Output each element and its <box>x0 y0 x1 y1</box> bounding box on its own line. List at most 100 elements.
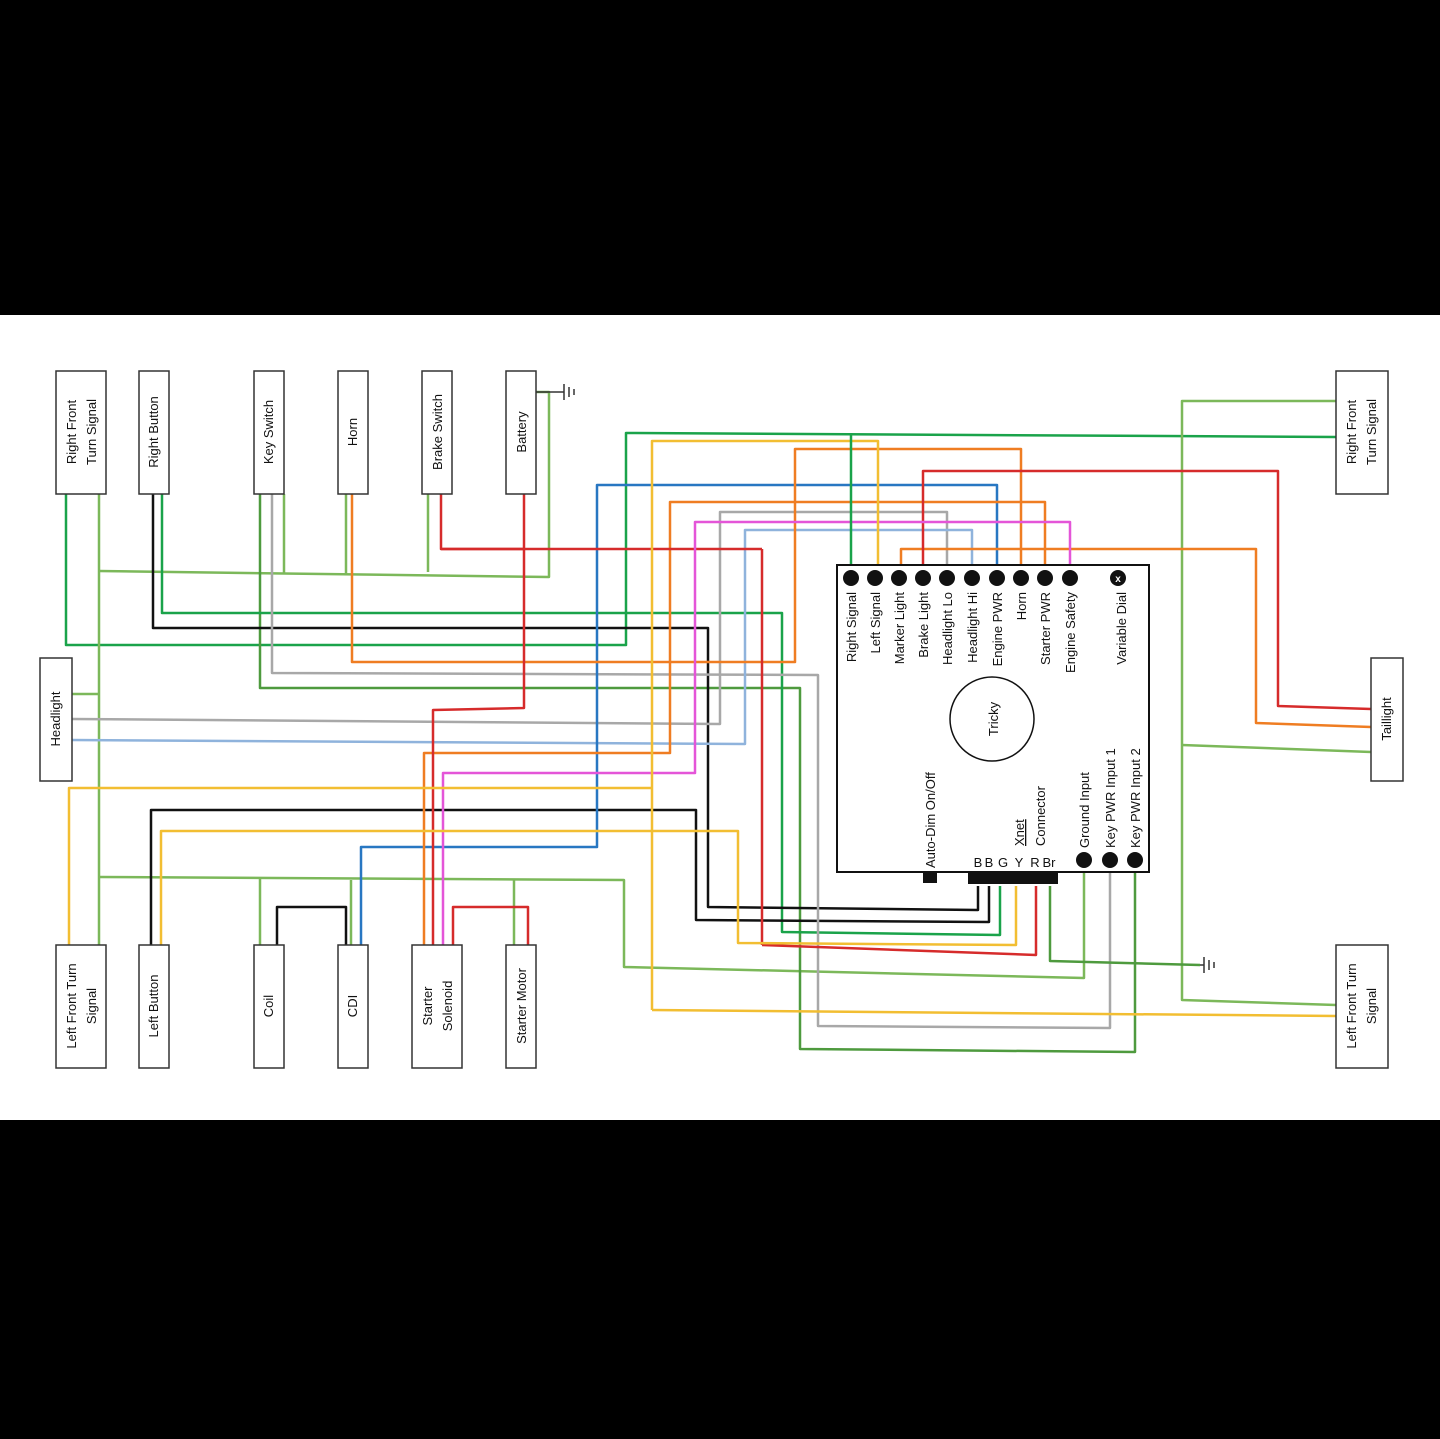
pin-top-9[interactable]: Starter PWR <box>1037 570 1053 665</box>
wire-9 <box>1180 399 1337 1007</box>
xnet-pin-6: Br <box>1043 855 1057 870</box>
connector-label: Connector <box>1033 785 1048 846</box>
module-center-label: Tricky <box>986 701 1001 736</box>
wire-24 <box>422 500 1047 945</box>
wire-29 <box>451 905 530 945</box>
pin-top-label-4: Brake Light <box>916 592 931 658</box>
wire-1 <box>64 431 1337 647</box>
component-left-button[interactable]: Left Button <box>138 944 170 1069</box>
wire-28 <box>921 469 1372 711</box>
label-left-front-turn-signal-right-2: Signal <box>1364 988 1379 1024</box>
label-right-button: Right Button <box>146 396 161 468</box>
wire-15 <box>160 494 1002 937</box>
label-brake-switch: Brake Switch <box>430 394 445 470</box>
pin-variable-dial[interactable]: x Variable Dial <box>1110 570 1129 665</box>
pin-top-6[interactable]: Headlight Hi <box>964 570 980 663</box>
wire-35 <box>651 1008 1337 1018</box>
component-starter-solenoid[interactable]: Starter Solenoid <box>411 944 463 1069</box>
component-left-front-turn-signal-right[interactable]: Left Front Turn Signal <box>1335 944 1389 1069</box>
component-horn[interactable]: Horn <box>337 370 369 495</box>
ground-symbol-battery <box>536 384 575 400</box>
label-right-front-turn-signal-right-2: Turn Signal <box>1364 399 1379 465</box>
label-battery: Battery <box>514 411 529 453</box>
component-right-front-turn-signal-right[interactable]: Right Front Turn Signal <box>1335 370 1389 495</box>
pin-bottom-label-3: Key PWR Input 2 <box>1128 748 1143 848</box>
xnet-pin-2: B <box>985 855 994 870</box>
wire-25 <box>899 547 1372 729</box>
pin-top-4[interactable]: Brake Light <box>915 570 931 658</box>
pin-bottom-1[interactable]: Ground Input <box>1076 772 1092 868</box>
xnet-pin-1: B <box>974 855 983 870</box>
wire-10 <box>1181 743 1372 754</box>
wire-34 <box>650 439 880 1010</box>
pin-top-label-8: Horn <box>1014 592 1029 620</box>
variable-dial-symbol: x <box>1115 574 1121 585</box>
xnet-pin-4: Y <box>1015 855 1024 870</box>
pin-bottom-label-2: Key PWR Input 1 <box>1103 748 1118 848</box>
label-right-front-turn-signal-left-2: Turn Signal <box>84 399 99 465</box>
pin-bottom-3[interactable]: Key PWR Input 2 <box>1127 748 1143 868</box>
ground-symbol-module <box>1200 957 1215 973</box>
wire-18 <box>275 905 348 945</box>
component-cdi[interactable]: CDI <box>337 944 369 1069</box>
component-key-switch[interactable]: Key Switch <box>253 370 285 495</box>
pin-bottom-2[interactable]: Key PWR Input 1 <box>1102 748 1118 868</box>
xnet-pin-3: G <box>998 855 1008 870</box>
label-headlight: Headlight <box>48 691 63 746</box>
auto-dim-label: Auto-Dim On/Off <box>923 772 938 868</box>
component-starter-motor[interactable]: Starter Motor <box>505 944 537 1069</box>
pin-top-1[interactable]: Right Signal <box>843 570 859 662</box>
pin-top-2[interactable]: Left Signal <box>867 570 883 653</box>
wire-19 <box>270 494 1112 1030</box>
pin-bottom-label-1: Ground Input <box>1077 772 1092 848</box>
xnet-label: Xnet <box>1012 819 1027 846</box>
wire-16 <box>151 494 980 912</box>
pin-top-label-2: Left Signal <box>868 592 883 654</box>
tricky-module[interactable]: Tricky Right Signal Left Signal Marker Lig… <box>836 564 1150 884</box>
component-headlight[interactable]: Headlight <box>39 657 73 782</box>
variable-dial-label: Variable Dial <box>1114 592 1129 665</box>
pin-top-10[interactable]: Engine Safety <box>1062 570 1078 673</box>
wire-22 <box>359 483 999 945</box>
wires <box>64 390 1372 1054</box>
label-key-switch: Key Switch <box>261 400 276 464</box>
label-starter-solenoid-2: Solenoid <box>440 981 455 1032</box>
pin-top-5[interactable]: Headlight Lo <box>939 570 955 665</box>
module-center-circle <box>949 676 1035 762</box>
xnet-pin-5: R <box>1030 855 1039 870</box>
xnet-connector[interactable] <box>968 873 1058 884</box>
pin-top-label-5: Headlight Lo <box>940 592 955 665</box>
label-cdi: CDI <box>345 995 360 1017</box>
pin-top-label-9: Starter PWR <box>1038 592 1053 665</box>
wire-32 <box>761 886 1038 957</box>
wire-8 <box>98 872 1086 980</box>
wire-21 <box>71 528 974 746</box>
label-right-front-turn-signal-right-1: Right Front <box>1344 399 1359 464</box>
label-left-front-turn-signal-right-1: Left Front Turn <box>1344 963 1359 1048</box>
wire-33 <box>441 520 1072 945</box>
component-battery[interactable]: Battery <box>505 370 537 495</box>
component-coil[interactable]: Coil <box>253 944 285 1069</box>
wire-36 <box>67 786 652 945</box>
pin-top-7[interactable]: Engine PWR <box>989 570 1005 666</box>
wire-17 <box>149 808 991 945</box>
wire-39 <box>1048 886 1201 967</box>
label-starter-motor: Starter Motor <box>514 967 529 1044</box>
component-taillight[interactable]: Taillight <box>1370 657 1404 782</box>
label-left-front-turn-signal-left-1: Left Front Turn <box>64 963 79 1048</box>
auto-dim-switch[interactable]: Auto-Dim On/Off <box>923 772 938 883</box>
label-starter-solenoid-1: Starter <box>420 986 435 1026</box>
pin-top-label-7: Engine PWR <box>990 592 1005 666</box>
pin-top-8[interactable]: Horn <box>1013 570 1029 620</box>
label-left-front-turn-signal-left-2: Signal <box>84 988 99 1024</box>
wire-20 <box>71 510 949 726</box>
component-left-front-turn-signal-left[interactable]: Left Front Turn Signal <box>55 944 107 1069</box>
component-right-front-turn-signal-left[interactable]: Right Front Turn Signal <box>55 370 107 495</box>
component-brake-switch[interactable]: Brake Switch <box>421 370 453 495</box>
label-left-button: Left Button <box>146 975 161 1038</box>
component-right-button[interactable]: Right Button <box>138 370 170 495</box>
pin-top-label-1: Right Signal <box>844 592 859 662</box>
pin-top-label-3: Marker Light <box>892 592 907 665</box>
label-taillight: Taillight <box>1379 697 1394 741</box>
pin-top-3[interactable]: Marker Light <box>891 570 907 664</box>
